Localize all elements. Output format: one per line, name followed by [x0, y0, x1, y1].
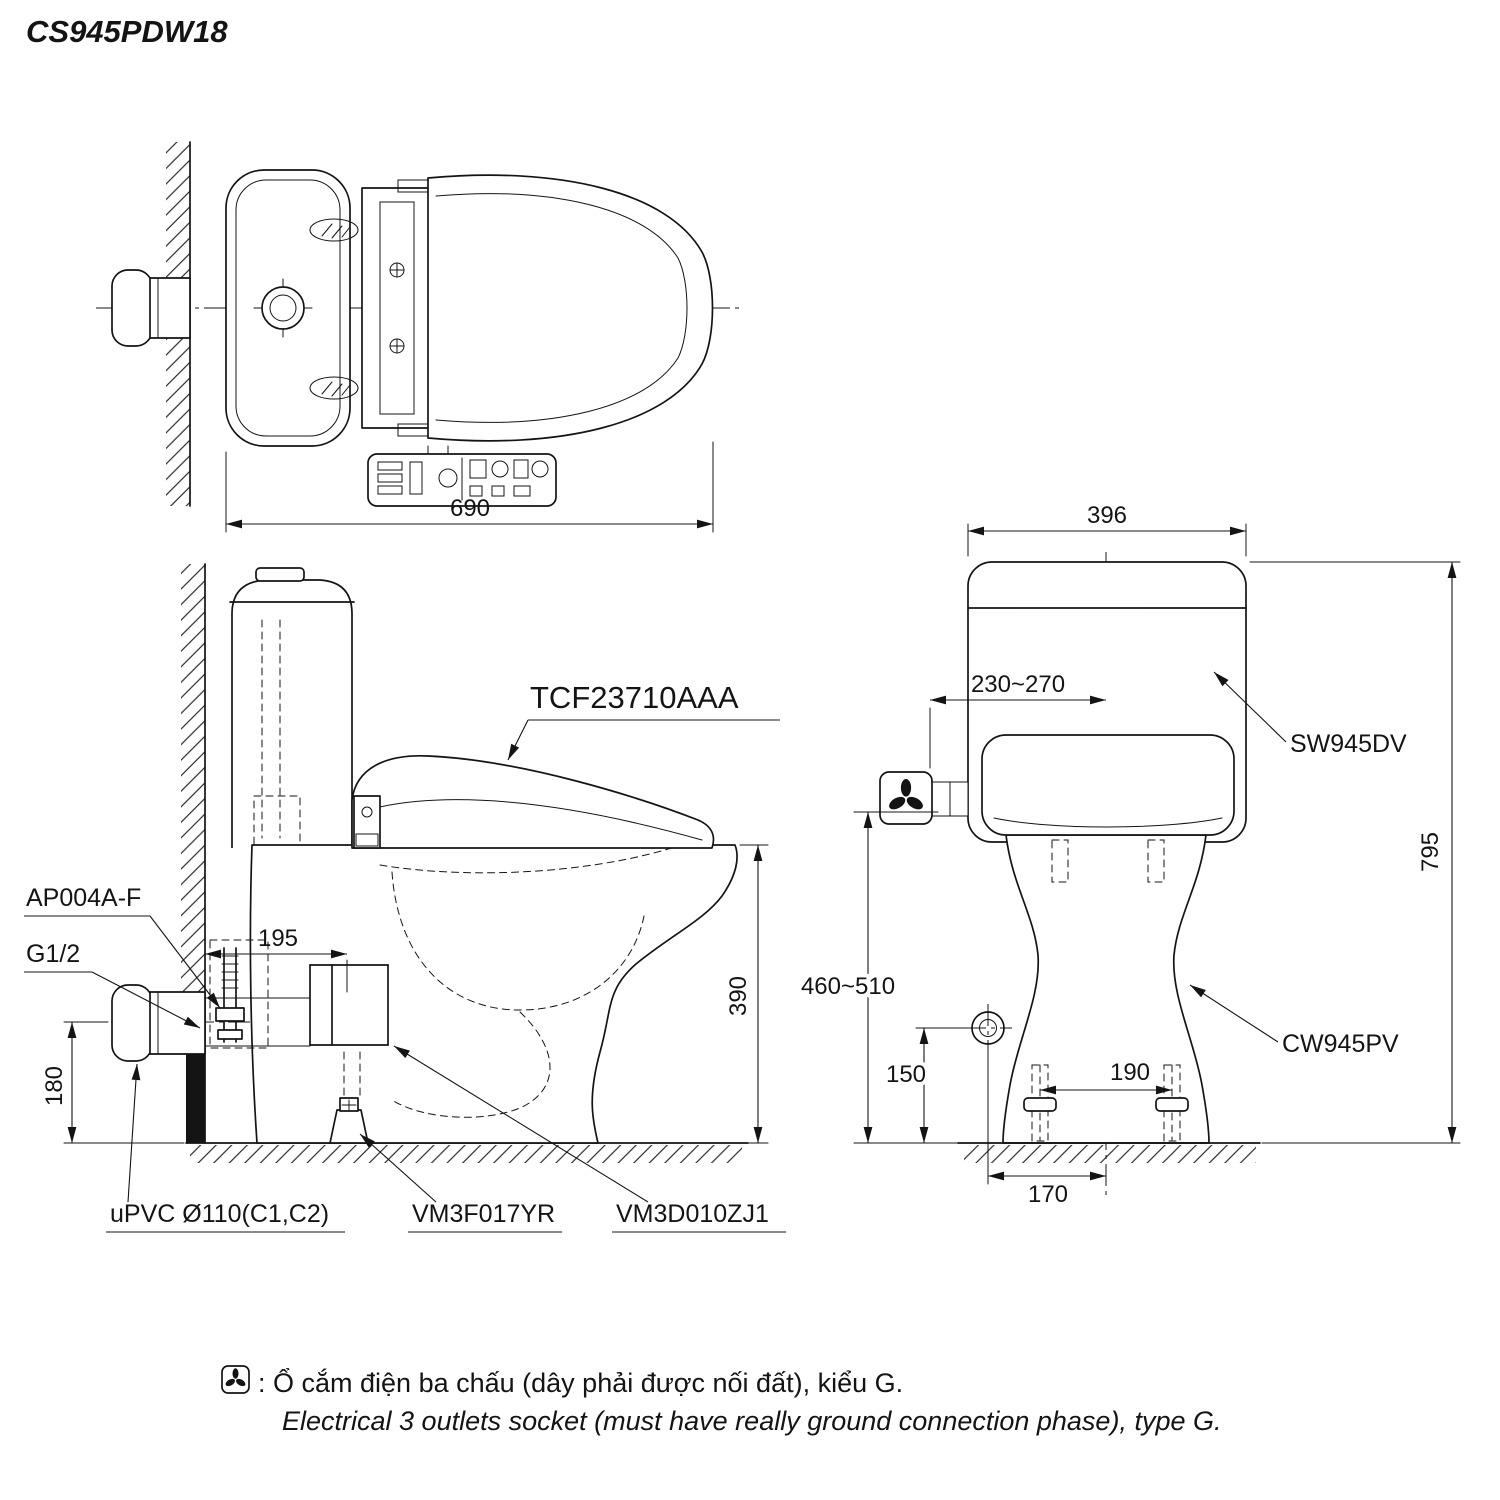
- dim-tank-width: 396: [967, 502, 1247, 557]
- side-wall-solid: [186, 1054, 205, 1143]
- label-connector: VM3D010ZJ1: [616, 1200, 769, 1228]
- dim-overall-depth-label: 690: [450, 495, 490, 522]
- washlet-front: [981, 734, 1235, 883]
- control-panel: [367, 445, 557, 507]
- label-tank: SW945DV: [1290, 730, 1407, 758]
- dim-overall-depth: 690: [225, 441, 714, 533]
- mount-pad-bottom: [309, 376, 359, 400]
- front-floor-hatch: [964, 1145, 1256, 1163]
- dim-inlet-setback: 195: [205, 925, 348, 993]
- dim-rim-height: 390: [725, 844, 769, 1144]
- washlet-side: [351, 755, 715, 849]
- dim-supply-offset-label: 230~270: [971, 671, 1065, 698]
- dim-seat-height: 460~510: [797, 811, 961, 1144]
- socket-box: [879, 771, 969, 825]
- dim-tank-width-label: 396: [1087, 502, 1127, 529]
- side-view: TCF23710AAA AP004A-F G1/2 195 180: [24, 563, 780, 1163]
- side-floor-hatch: [190, 1145, 742, 1163]
- dim-seat-height-label: 460~510: [801, 973, 895, 1000]
- part-labels: uPVC Ø110(C1,C2) VM3F017YR VM3D010ZJ1: [106, 1045, 786, 1233]
- label-floor-flange-group: VM3F017YR: [359, 1133, 562, 1233]
- label-inlet-group: G1/2: [24, 940, 201, 1029]
- seat-lid-plan: [427, 174, 714, 442]
- hinge-plate: [361, 179, 443, 437]
- trapway-hidden-lines: [343, 841, 691, 1118]
- dim-supply-height: 150: [882, 1027, 971, 1143]
- tank-plan: [225, 169, 351, 447]
- label-bowl-group: CW945PV: [1189, 984, 1399, 1058]
- dim-inlet-height: 180: [41, 1021, 185, 1144]
- label-seat-unit-group: TCF23710AAA: [507, 680, 780, 761]
- footer-note-vi: : Ổ cắm điện ba chấu (dây phải được nối …: [258, 1367, 903, 1398]
- tank-side: [229, 567, 355, 848]
- front-view: 396 230~270 795 460~510 150 190: [797, 502, 1461, 1208]
- label-fitting-group: AP004A-F: [24, 884, 221, 1009]
- supply-pipe-plan: [111, 269, 191, 347]
- bowl-front: [1002, 834, 1210, 1144]
- dim-inlet-height-label: 180: [41, 1066, 68, 1106]
- label-inlet: G1/2: [26, 940, 80, 968]
- dim-inlet-setback-label: 195: [258, 925, 298, 952]
- label-tank-group: SW945DV: [1213, 671, 1407, 758]
- page-title: CS945PDW18: [26, 14, 228, 49]
- socket-icon: [221, 1365, 250, 1394]
- mount-pad-top: [309, 218, 359, 242]
- dim-total-height: 795: [1249, 561, 1461, 1144]
- flush-knob: [253, 278, 313, 338]
- dim-bolt-spacing: 190: [1040, 1055, 1172, 1095]
- footer-note: : Ổ cắm điện ba chấu (dây phải được nối …: [221, 1365, 1221, 1436]
- label-drain-pipe-group: uPVC Ø110(C1,C2): [106, 1063, 345, 1233]
- top-view: 690: [96, 141, 742, 533]
- panel-buttons: [377, 457, 549, 501]
- dim-supply-offset: 230~270: [929, 671, 1106, 769]
- dim-supply-height-label: 150: [886, 1061, 926, 1088]
- label-floor-flange: VM3F017YR: [412, 1200, 555, 1228]
- floor-bolts: [1023, 1064, 1189, 1142]
- dim-bolt-spacing-label: 190: [1110, 1059, 1150, 1086]
- supply-pipe-side: [111, 984, 206, 1062]
- dim-supply-from-center: 170: [987, 1047, 1106, 1208]
- fitting-bolt: [209, 939, 269, 1049]
- footer-note-en: Electrical 3 outlets socket (must have r…: [282, 1406, 1221, 1436]
- side-wall-hatch: [181, 564, 205, 1054]
- supply-inlet: [964, 1004, 1012, 1052]
- floor-flange: [329, 1097, 369, 1144]
- dim-total-height-label: 795: [1417, 832, 1444, 872]
- bowl-side: [249, 844, 738, 1144]
- dim-rim-height-label: 390: [725, 976, 752, 1016]
- dim-supply-from-center-label: 170: [1028, 1181, 1068, 1208]
- label-fitting: AP004A-F: [26, 884, 141, 912]
- label-connector-group: VM3D010ZJ1: [393, 1045, 786, 1233]
- label-drain-pipe: uPVC Ø110(C1,C2): [110, 1200, 329, 1228]
- label-seat-unit: TCF23710AAA: [530, 680, 739, 715]
- label-bowl: CW945PV: [1282, 1030, 1399, 1058]
- inlet-connector: [204, 964, 389, 1047]
